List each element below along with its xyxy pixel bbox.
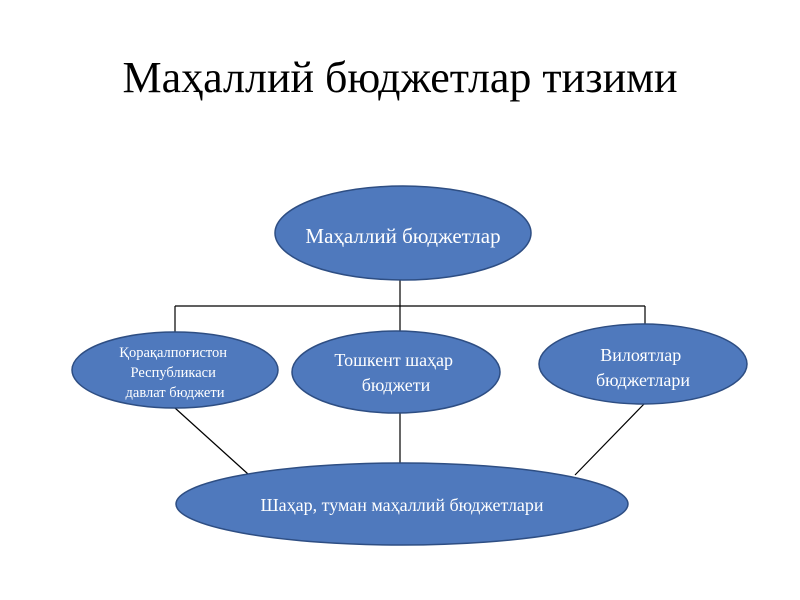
bottom-ellipse [175, 462, 629, 546]
tashkent-city-ellipse [291, 330, 501, 414]
bottom-node: Шаҳар, туман маҳаллий бюджетлари [175, 462, 629, 546]
connector-karakalpak-to-bottom [174, 407, 249, 475]
root-ellipse [274, 185, 532, 281]
svg-text:Қорақалпоғистон Республи: Қорақалпоғистон Республикаси давлат бюдж… [119, 345, 230, 401]
regions-ellipse [538, 323, 748, 405]
karakalpakstan-label-line-1: Қорақалпоғистон [119, 345, 227, 361]
karakalpakstan-label-line-2: Республикаси [130, 365, 216, 381]
bottom-label: Шаҳар, туман маҳаллий бюджетлари [260, 495, 543, 515]
connector-regions-to-bottom [574, 402, 646, 476]
regions-label-line-1: Вилоятлар [600, 345, 681, 365]
tashkent-city-label-line-2: бюджети [362, 375, 431, 395]
karakalpakstan-label-line-3: давлат бюджети [126, 385, 225, 401]
slide-title: Маҳаллий бюджетлар тизими [122, 53, 678, 102]
node-regions: Вилоятлар бюджетлари [538, 323, 748, 405]
svg-text:Тошкент шаҳар бюджети: Тошкент шаҳар бюджети [334, 350, 457, 395]
node-tashkent-city: Тошкент шаҳар бюджети [291, 330, 501, 414]
connectors [174, 280, 646, 476]
karakalpakstan-ellipse [71, 331, 279, 409]
node-karakalpakstan: Қорақалпоғистон Республикаси давлат бюдж… [71, 331, 279, 409]
root-node: Маҳаллий бюджетлар [274, 185, 532, 281]
svg-text:Вилоятлар бюджетлари: Вилоятлар бюджетлари [596, 345, 690, 390]
regions-label-line-2: бюджетлари [596, 370, 690, 390]
tashkent-city-label-line-1: Тошкент шаҳар [334, 350, 453, 370]
root-label: Маҳаллий бюджетлар [305, 224, 500, 248]
